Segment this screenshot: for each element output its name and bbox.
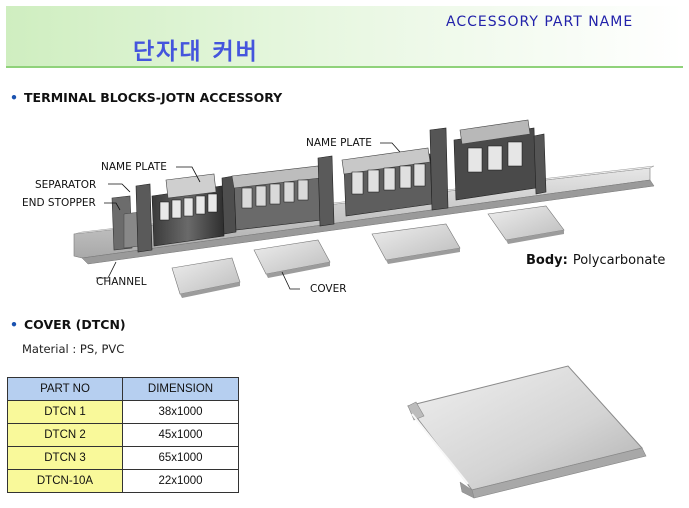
dimension-cell: 65x1000 <box>122 446 239 470</box>
header-part-no: PART NO <box>7 377 123 401</box>
material-text: Material : PS, PVC <box>22 342 125 356</box>
end-stopper-part <box>111 195 141 251</box>
section-terminal-blocks-title: • TERMINAL BLOCKS-JOTN ACCESSORY <box>10 90 282 105</box>
body-material-line: Body: Polycarbonate <box>526 253 665 268</box>
label-separator: SEPARATOR <box>35 179 97 191</box>
body-value: Polycarbonate <box>572 253 666 268</box>
leader-lines <box>96 142 401 290</box>
page-header-banner <box>6 6 683 66</box>
separator-plate-4 <box>429 127 449 211</box>
dimension-cell: 38x1000 <box>122 400 239 424</box>
korean-title: 단자대 커버 <box>133 39 259 65</box>
section-cover-title: • COVER (DTCN) <box>10 317 126 332</box>
section-terminal-blocks-label: TERMINAL BLOCKS-JOTN ACCESSORY <box>24 90 283 105</box>
separator-plate-2 <box>221 175 237 235</box>
terminal-block-group-1 <box>151 173 225 247</box>
bullet-icon: • <box>10 317 18 332</box>
dimension-cell: 22x1000 <box>122 469 239 493</box>
part-no-cell: DTCN 2 <box>7 423 123 447</box>
table-row: DTCN 2 45x1000 <box>7 423 239 447</box>
section-cover-label: COVER (DTCN) <box>24 317 126 332</box>
table-row: DTCN-10A 22x1000 <box>7 469 239 493</box>
terminal-block-group-4 <box>453 119 547 201</box>
label-end-stopper: END STOPPER <box>22 197 96 209</box>
part-no-cell: DTCN-10A <box>7 469 123 493</box>
accessory-part-name-title: ACCESSORY PART NAME <box>446 14 634 30</box>
header-divider <box>6 66 683 68</box>
label-name-plate-top: NAME PLATE <box>306 137 372 149</box>
separator-plate <box>135 183 153 253</box>
separator-plate-3 <box>317 155 335 227</box>
table-header-row: PART NO DIMENSION <box>7 377 239 401</box>
terminal-block-group-2 <box>231 165 323 231</box>
bullet-icon: • <box>10 90 18 105</box>
terminal-block-group-3 <box>341 147 433 217</box>
body-label: Body: <box>526 253 568 268</box>
label-name-plate-left: NAME PLATE <box>101 161 167 173</box>
label-channel: CHANNEL <box>96 276 147 288</box>
cover-pieces <box>171 205 565 298</box>
header-dimension: DIMENSION <box>122 377 239 401</box>
dimension-cell: 45x1000 <box>122 423 239 447</box>
part-dimension-table: PART NO DIMENSION DTCN 1 38x1000 DTCN 2 … <box>7 377 239 493</box>
label-cover: COVER <box>310 283 347 295</box>
